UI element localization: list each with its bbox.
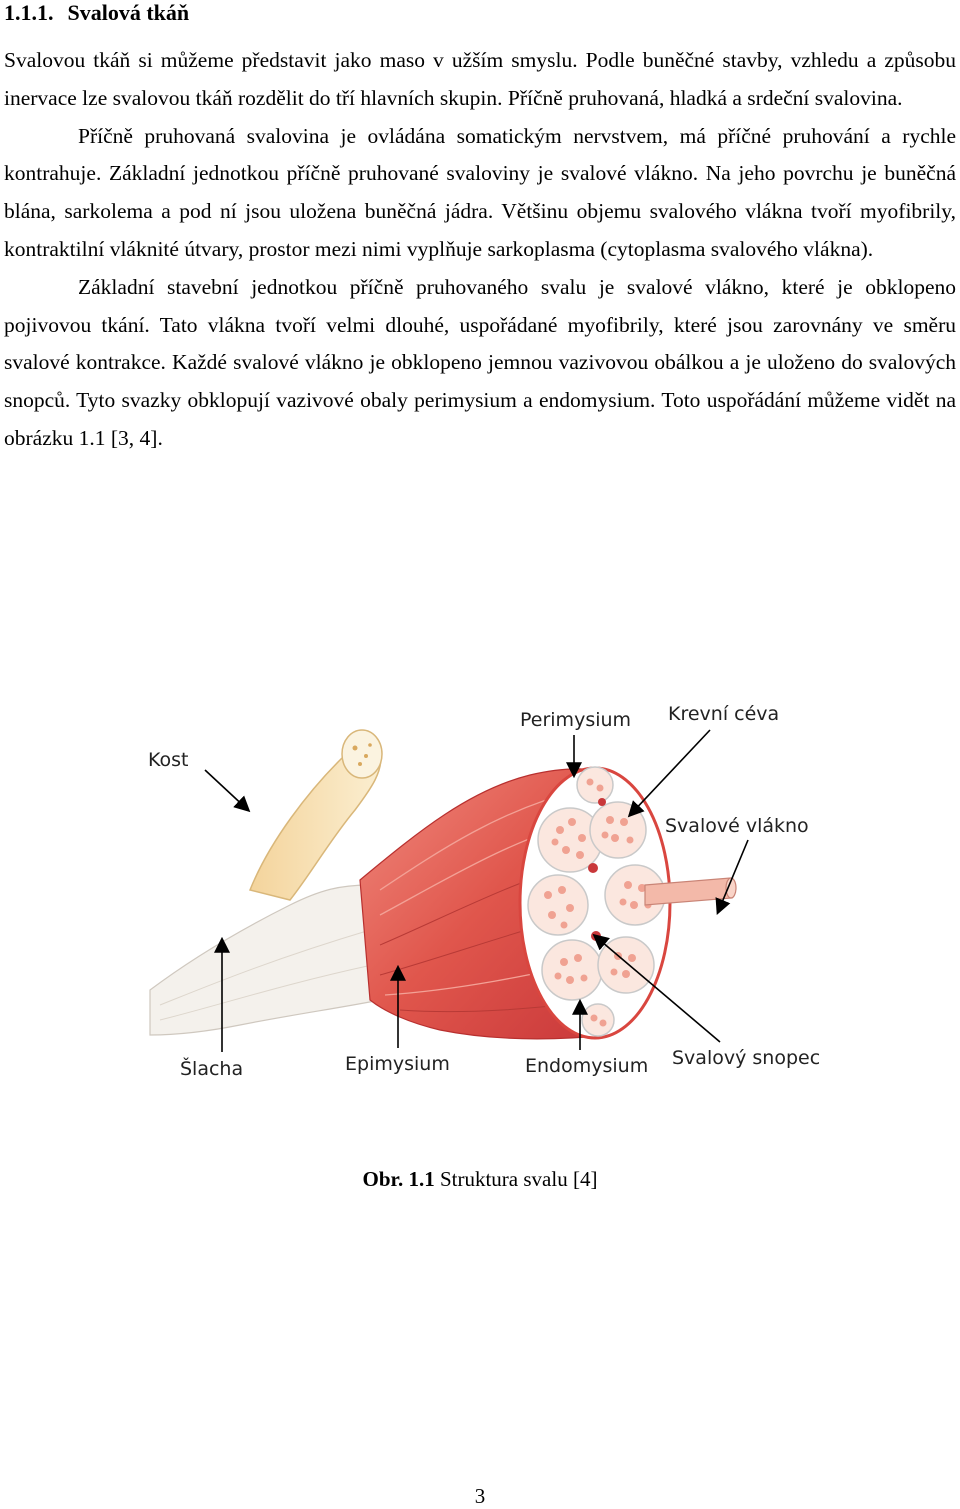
page-number: 3 bbox=[474, 1484, 486, 1508]
body-text: Svalovou tkáň si můžeme představit jako … bbox=[4, 42, 956, 458]
paragraph-3: Základní stavební jednotkou příčně pruho… bbox=[4, 274, 956, 450]
tendon-shape bbox=[149, 884, 381, 1036]
arrow-krevni-ceva bbox=[627, 729, 711, 818]
label-perimysium: Perimysium bbox=[520, 709, 631, 731]
arrow-svalovy-snopec bbox=[592, 933, 721, 1043]
figure-caption: Obr. 1.1 Struktura svalu [4] bbox=[0, 1165, 960, 1193]
section-number: 1.1.1. bbox=[4, 0, 54, 25]
label-krevni-ceva: Krevní céva bbox=[668, 703, 779, 725]
arrow-kost bbox=[204, 769, 251, 813]
label-endomysium: Endomysium bbox=[525, 1055, 648, 1077]
label-epimysium: Epimysium bbox=[345, 1053, 450, 1075]
paragraph-2: Příčně pruhovaná svalovina je ovládána s… bbox=[4, 123, 956, 261]
section-heading: 1.1.1. Svalová tkáň bbox=[4, 0, 189, 26]
bone-shape bbox=[248, 729, 383, 901]
paragraph-1: Svalovou tkáň si můžeme představit jako … bbox=[4, 48, 956, 110]
section-title: Svalová tkáň bbox=[67, 0, 190, 25]
leader-arrows bbox=[204, 729, 749, 1052]
arrow-svalove-vlakno bbox=[715, 839, 749, 915]
muscle-illustration: Kost Perimysium Krevní céva Svalové vlák… bbox=[148, 703, 820, 1080]
label-svalovy-snopec: Svalový snopec bbox=[672, 1047, 820, 1069]
muscle-structure-figure: Kost Perimysium Krevní céva Svalové vlák… bbox=[140, 690, 820, 1100]
protruding-fiber bbox=[644, 877, 737, 906]
caption-prefix: Obr. 1.1 bbox=[362, 1167, 435, 1191]
caption-text: Struktura svalu [4] bbox=[439, 1167, 598, 1191]
label-kost: Kost bbox=[148, 749, 189, 771]
label-svalove-vlakno: Svalové vlákno bbox=[665, 815, 809, 837]
label-slacha: Šlacha bbox=[180, 1056, 243, 1080]
